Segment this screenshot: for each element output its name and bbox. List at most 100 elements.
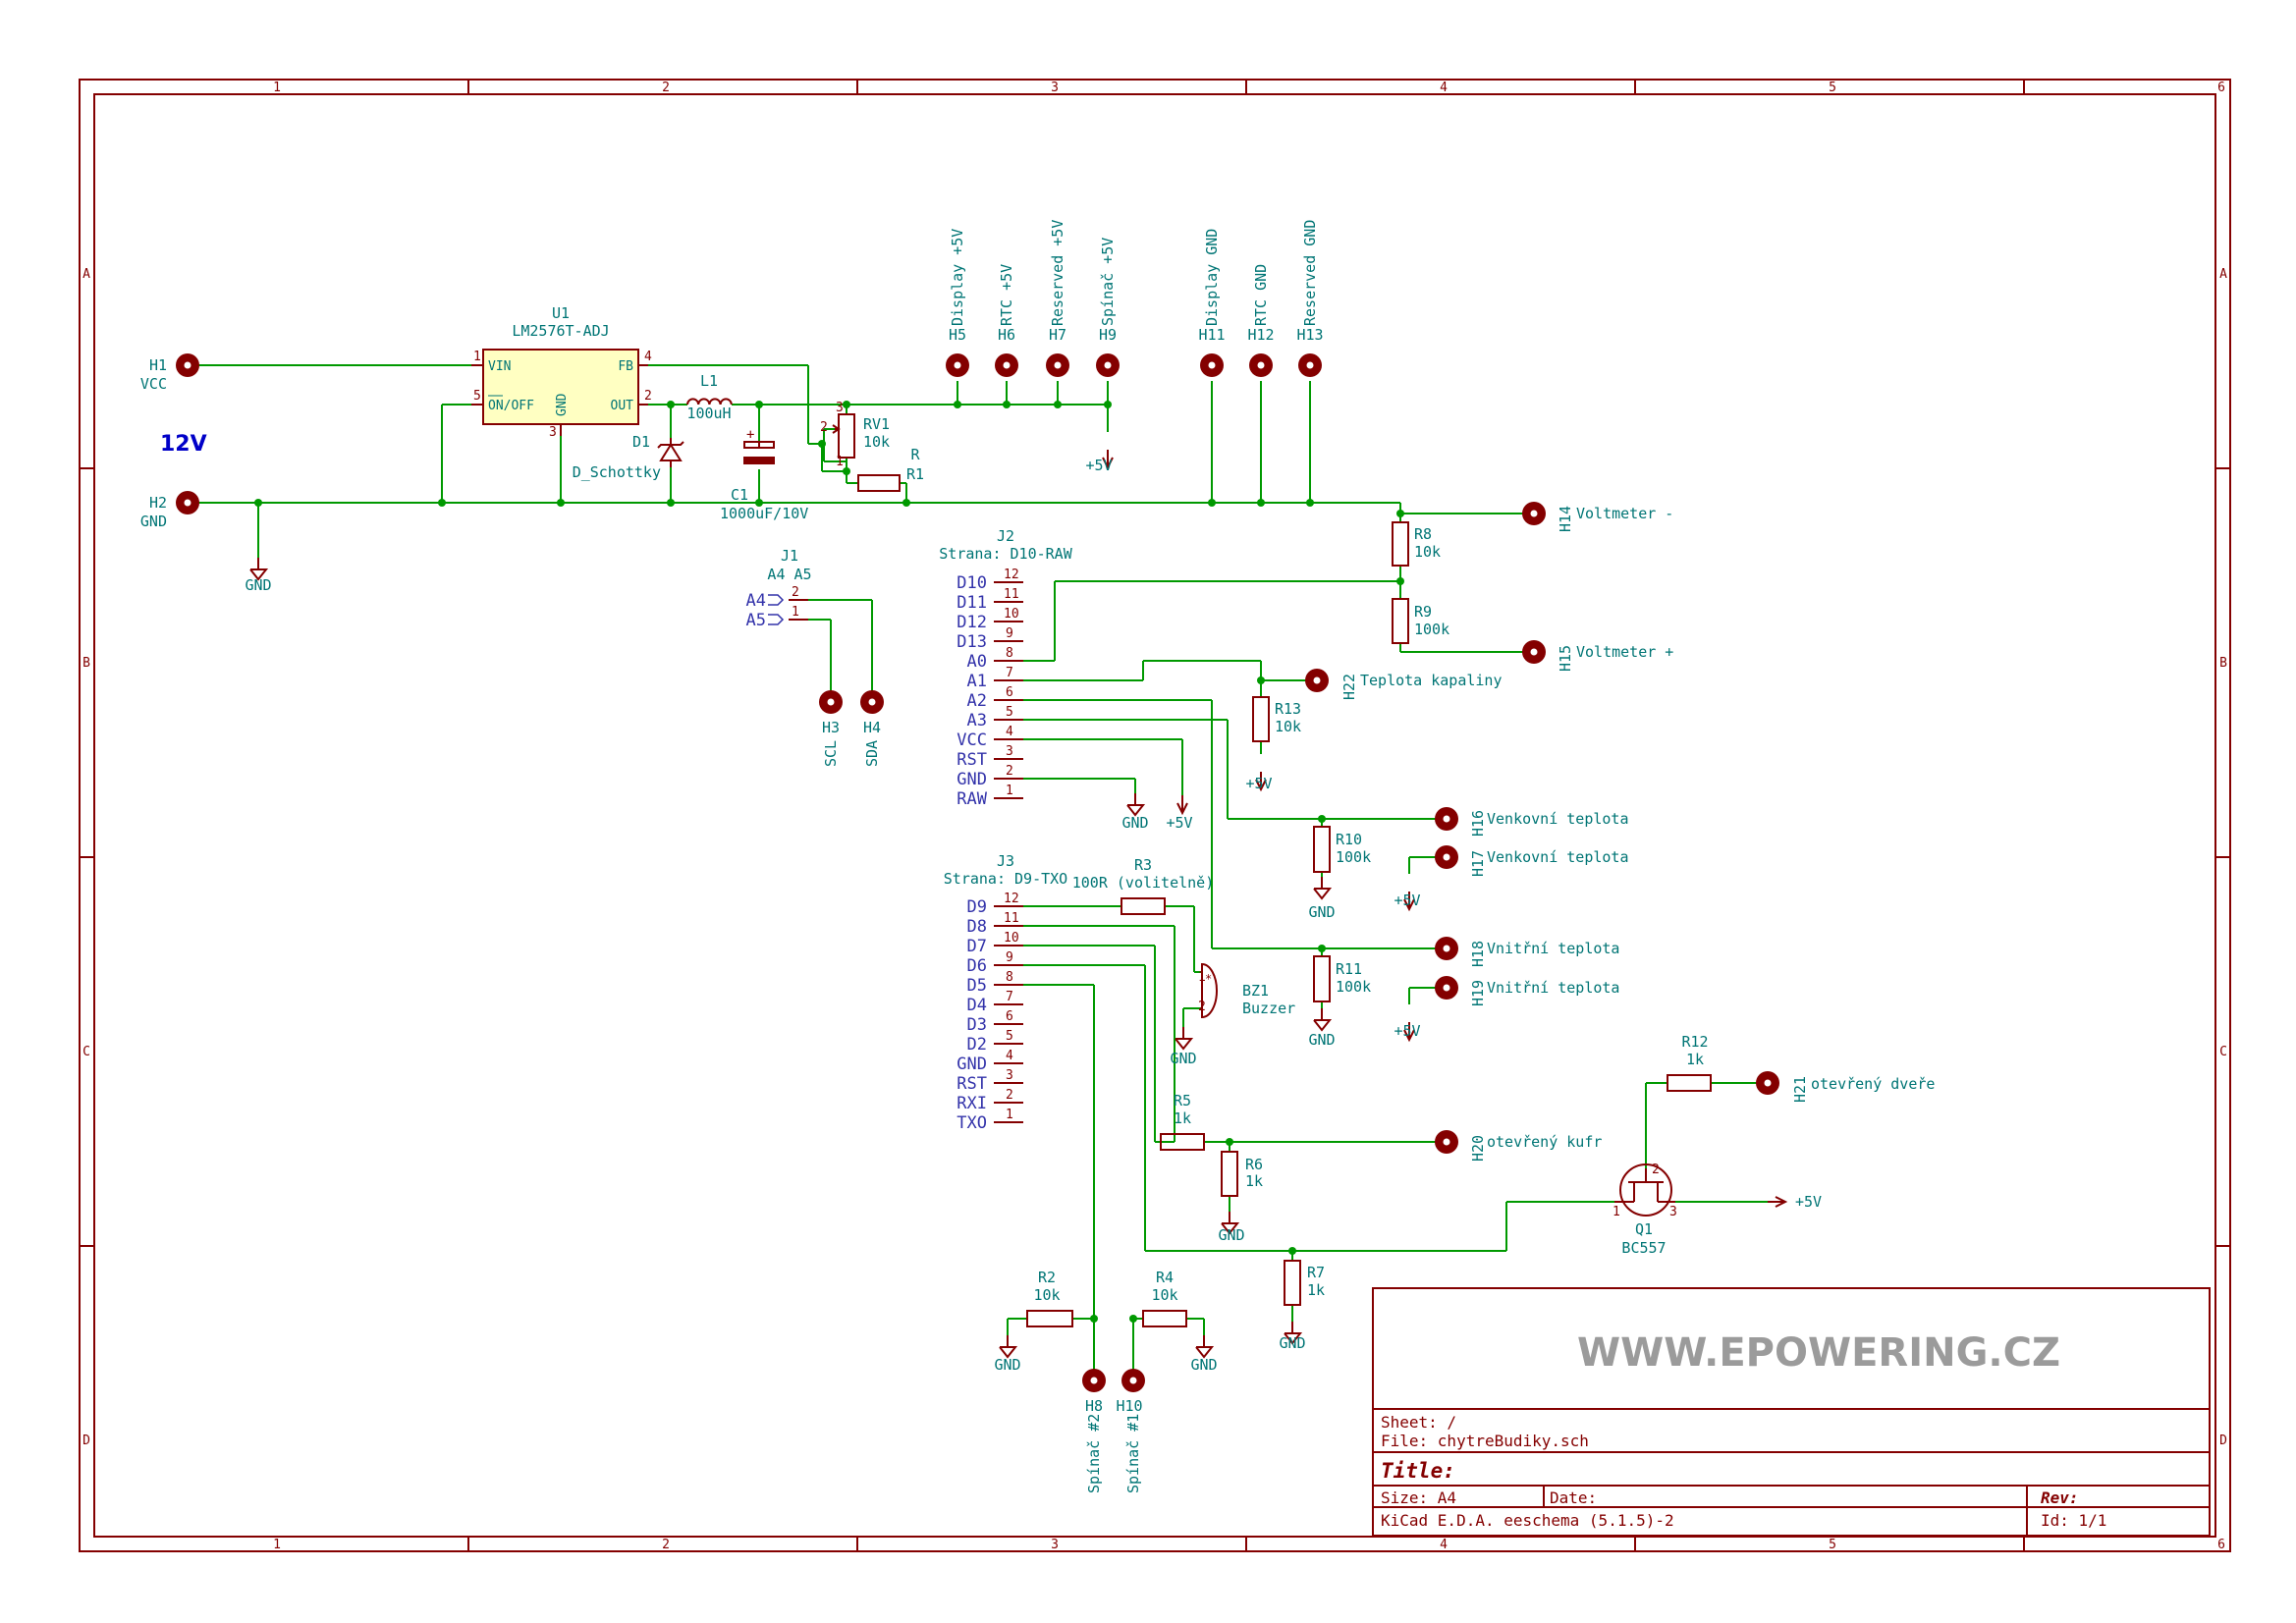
svg-text:A3: A3 [967, 711, 987, 730]
mounting-hole-h22: H22 Teplota kapaliny [1305, 669, 1503, 700]
hole-pad-icon [819, 690, 843, 714]
svg-text:H7: H7 [1049, 326, 1066, 344]
svg-text:H10: H10 [1116, 1397, 1142, 1415]
hole-ref: H1 [149, 356, 167, 374]
part-value: 10k [863, 433, 890, 451]
svg-text:1k: 1k [1307, 1281, 1325, 1299]
resistor-r5: R5 1k [1160, 1092, 1205, 1151]
svg-text:H21: H21 [1791, 1076, 1809, 1103]
svg-text:H8: H8 [1085, 1397, 1103, 1415]
svg-text:7: 7 [1006, 990, 1013, 1004]
svg-text:D11: D11 [957, 593, 987, 613]
svg-text:H15: H15 [1557, 645, 1574, 672]
svg-text:R13: R13 [1275, 700, 1301, 718]
svg-text:otevřený kufr: otevřený kufr [1487, 1133, 1602, 1151]
svg-text:1: 1 [1006, 1108, 1013, 1122]
svg-text:2: 2 [1006, 764, 1013, 779]
svg-text:12: 12 [1004, 892, 1019, 906]
svg-text:11: 11 [1004, 587, 1019, 602]
row-label: D [82, 1434, 90, 1448]
hole-pad-icon [1082, 1369, 1106, 1392]
svg-text:+5V: +5V [1085, 457, 1112, 474]
part-value: 1000uF/10V [720, 505, 808, 522]
connector-j3: J3 Strana: D9-TXO D9 D8 D7 D6 D5 D4 D3 D… [944, 852, 1067, 1133]
hole-pad-icon [1046, 353, 1069, 377]
svg-text:D4: D4 [967, 996, 987, 1015]
mounting-hole-h15: H15 Voltmeter + [1522, 640, 1673, 672]
svg-text:Venkovní teplota: Venkovní teplota [1487, 810, 1629, 828]
mounting-hole-h7: H7 Reserved +5V [1046, 220, 1069, 377]
part-ref: C1 [731, 486, 748, 504]
svg-text:1: 1 [1006, 784, 1013, 798]
svg-text:D6: D6 [967, 956, 987, 976]
svg-text:D10: D10 [957, 573, 987, 593]
svg-text:H11: H11 [1198, 326, 1225, 344]
svg-text:10: 10 [1004, 931, 1019, 946]
svg-text:H4: H4 [863, 719, 881, 736]
svg-text:Reserved +5V: Reserved +5V [1049, 220, 1066, 326]
svg-text:9: 9 [1006, 626, 1013, 641]
hole-pad-icon [1435, 845, 1458, 869]
svg-text:R4: R4 [1156, 1269, 1174, 1286]
mounting-hole-h9: H9 Spínač +5V [1096, 238, 1120, 377]
gnd-symbol: GND [1308, 1007, 1336, 1049]
svg-text:D9: D9 [967, 897, 987, 917]
hole-pad-icon [1249, 353, 1273, 377]
svg-text:J3: J3 [997, 852, 1014, 870]
svg-text:R10: R10 [1336, 831, 1362, 848]
resistor-r10: R10 100k [1313, 826, 1371, 873]
mounting-hole-h20: H20 otevřený kufr [1435, 1130, 1602, 1162]
svg-text:R6: R6 [1245, 1156, 1263, 1173]
row-label: A [2219, 267, 2227, 282]
part-value: 100uH [686, 405, 731, 422]
svg-text:A2: A2 [967, 691, 987, 711]
svg-text:SDA: SDA [863, 740, 881, 767]
svg-text:3: 3 [1006, 744, 1013, 759]
svg-text:2: 2 [644, 389, 652, 404]
svg-text:D8: D8 [967, 917, 987, 937]
resistor-r13: R13 10k [1252, 696, 1301, 742]
svg-text:H19: H19 [1469, 980, 1487, 1006]
col-label: 6 [2217, 1538, 2225, 1552]
hole-pad-icon [1435, 1130, 1458, 1154]
svg-text:SCL: SCL [822, 740, 840, 767]
svg-text:RST: RST [957, 1074, 987, 1094]
col-label: 2 [662, 81, 670, 95]
ground-icon [1175, 1026, 1192, 1050]
hier-label: A5 [746, 611, 766, 630]
svg-text:2: 2 [1006, 1088, 1013, 1103]
hole-pad-icon [1200, 353, 1224, 377]
row-label: A [82, 267, 90, 282]
rev-field: Rev: [2041, 1488, 2079, 1507]
resistor-r12: R12 1k [1667, 1033, 1712, 1092]
svg-text:GND: GND [1190, 1356, 1217, 1374]
svg-text:A4 A5: A4 A5 [767, 566, 811, 583]
svg-text:Spínač #2: Spínač #2 [1085, 1414, 1103, 1493]
svg-text:+5V: +5V [1166, 814, 1192, 832]
svg-text:GND: GND [957, 1055, 987, 1074]
file-field: File: chytreBudiky.sch [1381, 1432, 1589, 1450]
resistor-r3: R3 100R (volitelně) [1072, 856, 1214, 915]
svg-text:Q1: Q1 [1635, 1220, 1653, 1238]
svg-text:1: 1 [473, 350, 481, 364]
transistor-q1: 2 1 3 Q1 BC557 [1613, 1163, 1677, 1257]
svg-text:otevřený dveře: otevřený dveře [1811, 1075, 1935, 1093]
col-label: 6 [2217, 81, 2225, 95]
potentiometer-rv1: RV1 10k 2 3 1 [820, 401, 890, 469]
supply-voltage-label: 12V [160, 432, 207, 457]
size-field: Size: A4 [1381, 1488, 1456, 1507]
hole-pad-icon [1121, 1369, 1145, 1392]
svg-text:1: 1 [836, 455, 844, 469]
hole-pad-icon [995, 353, 1018, 377]
svg-text:GND: GND [245, 576, 271, 594]
svg-text:D2: D2 [967, 1035, 987, 1055]
svg-text:GND: GND [1279, 1334, 1305, 1352]
mounting-hole-h4: H4 SDA [860, 690, 884, 767]
hole-pad-icon [1298, 353, 1322, 377]
svg-text:H5: H5 [949, 326, 966, 344]
mounting-hole-h1: H1 VCC [140, 353, 199, 393]
capacitor-c1: + C1 1000uF/10V [720, 427, 808, 522]
svg-text:H17: H17 [1469, 850, 1487, 877]
svg-text:12: 12 [1004, 568, 1019, 582]
